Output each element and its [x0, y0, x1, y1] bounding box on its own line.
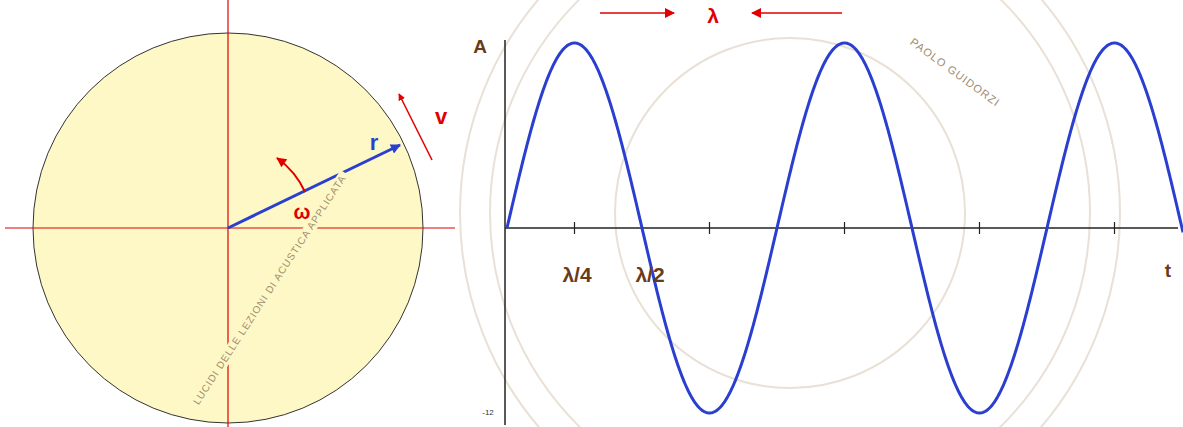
seal-watermark	[460, 0, 1120, 427]
time-label: t	[1165, 261, 1171, 280]
axis-tick	[1114, 222, 1115, 234]
omega-arrow	[277, 158, 305, 192]
velocity-arrow	[399, 94, 432, 160]
wavelength-arrow	[752, 12, 842, 14]
half-wavelength-label: λ/2	[635, 264, 664, 285]
radius-label: r	[370, 132, 379, 154]
axis-tick	[709, 222, 710, 234]
axis-tick	[574, 222, 575, 234]
amplitude-axis	[504, 40, 506, 425]
quarter-wavelength-label: λ/4	[562, 264, 591, 285]
wavelength-label: λ	[707, 5, 719, 26]
axis-value: -12	[482, 409, 494, 417]
sine-wave	[507, 43, 1183, 413]
axis-tick	[979, 222, 980, 234]
velocity-label: v	[435, 106, 447, 128]
time-axis	[505, 227, 1178, 229]
wavelength-arrow	[600, 12, 674, 14]
axis-ticks	[575, 222, 1115, 234]
amplitude-label: A	[473, 37, 487, 56]
axis-tick	[844, 222, 845, 234]
